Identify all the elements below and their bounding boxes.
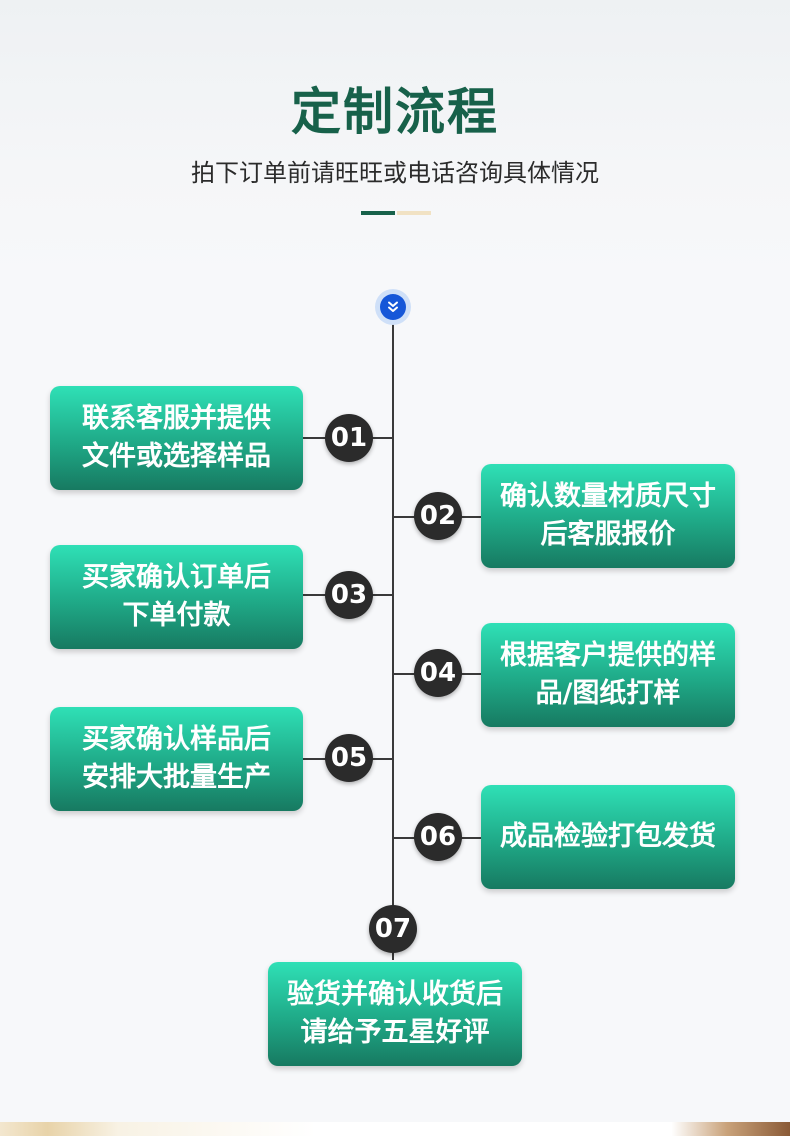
step-number-06: 06	[414, 813, 462, 861]
page-title: 定制流程	[0, 82, 790, 142]
step-number-02: 02	[414, 492, 462, 540]
step-card-05: 买家确认样品后 安排大批量生产	[50, 707, 303, 811]
step-card-07: 验货并确认收货后 请给予五星好评	[268, 962, 522, 1066]
timeline-start-badge	[375, 289, 411, 325]
page-subtitle: 拍下订单前请旺旺或电话咨询具体情况	[0, 156, 790, 190]
step-number-07: 07	[369, 905, 417, 953]
step-card-06: 成品检验打包发货	[481, 785, 735, 889]
bottom-image-strip	[0, 1122, 790, 1136]
double-chevron-down-icon	[380, 294, 406, 320]
step-card-01: 联系客服并提供 文件或选择样品	[50, 386, 303, 490]
title-underline	[361, 211, 431, 215]
step-card-04: 根据客户提供的样 品/图纸打样	[481, 623, 735, 727]
step-number-01: 01	[325, 414, 373, 462]
underline-light-segment	[397, 211, 431, 215]
underline-dark-segment	[361, 211, 395, 215]
step-card-02: 确认数量材质尺寸 后客服报价	[481, 464, 735, 568]
timeline-line	[392, 320, 394, 960]
step-card-03: 买家确认订单后 下单付款	[50, 545, 303, 649]
step-number-04: 04	[414, 649, 462, 697]
step-number-03: 03	[325, 571, 373, 619]
step-number-05: 05	[325, 734, 373, 782]
